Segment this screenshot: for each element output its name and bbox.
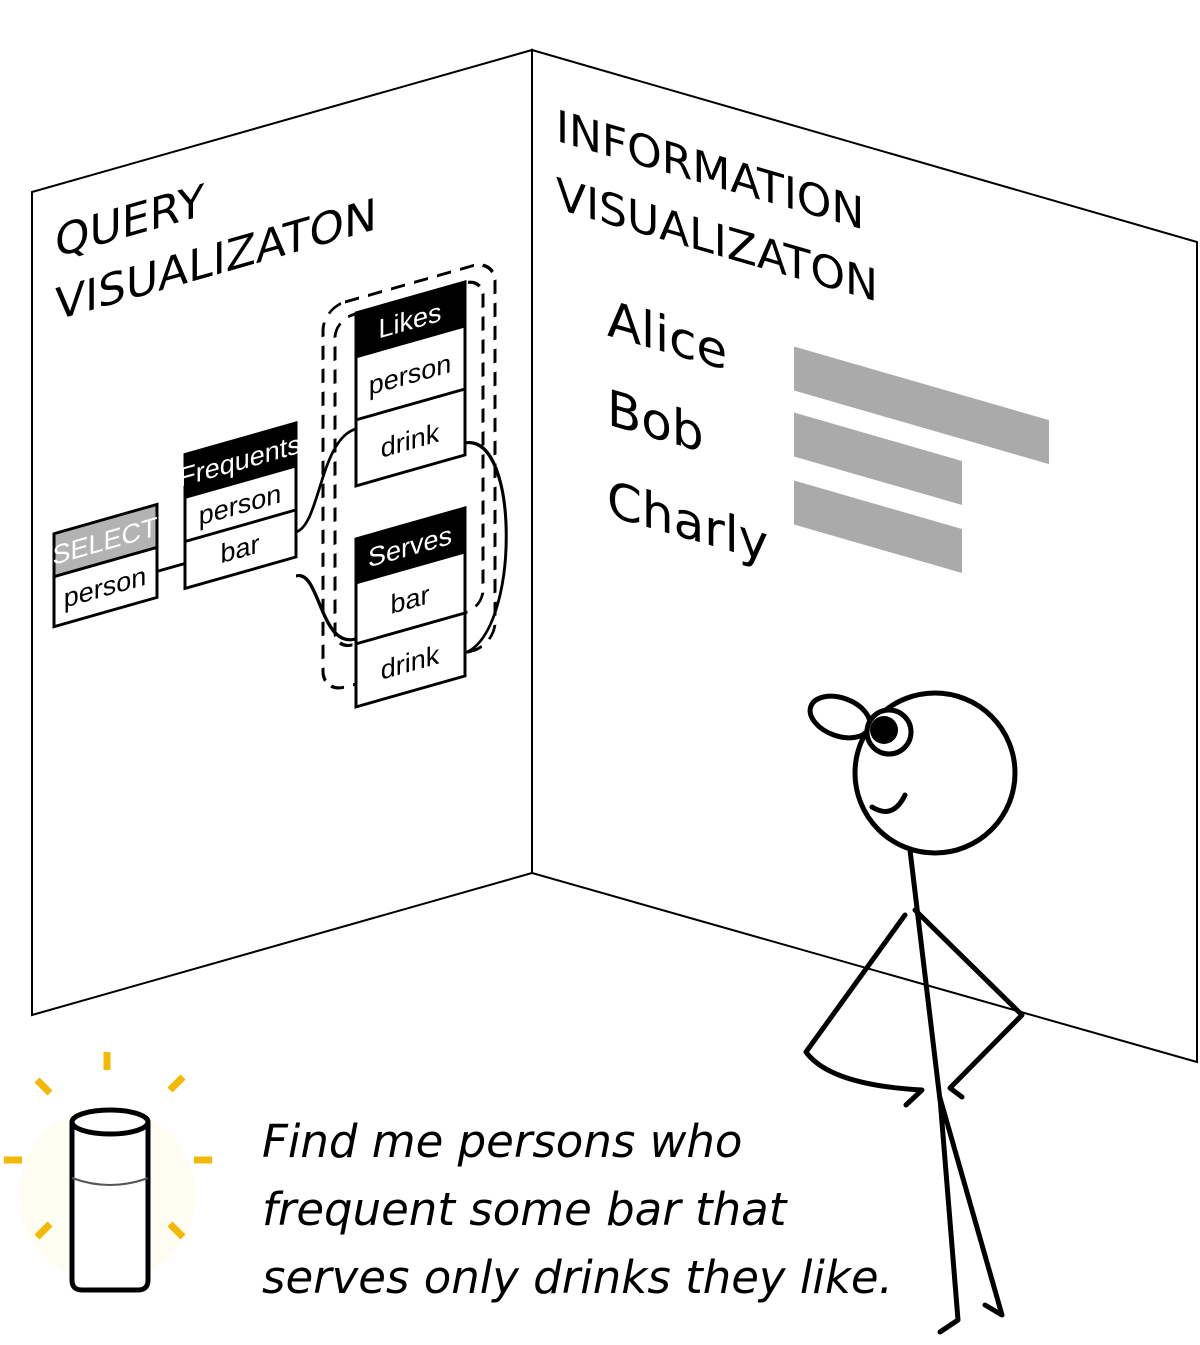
table-frequents: Frequents person bar bbox=[179, 421, 301, 591]
table-serves: Serves bar drink bbox=[354, 506, 467, 709]
caption-line-1: Find me persons who bbox=[262, 1115, 743, 1168]
ray-bottom-right bbox=[167, 1221, 186, 1240]
speaker-band bbox=[71, 1177, 149, 1186]
query-diagram: SELECT person Frequents person bar Likes… bbox=[52, 263, 508, 709]
figure-neck-torso bbox=[907, 847, 943, 1103]
right-wall bbox=[531, 48, 1198, 1064]
info-bar-bob bbox=[794, 412, 962, 506]
info-bar-charly bbox=[794, 480, 962, 574]
table-frequents-divider bbox=[185, 508, 296, 543]
stick-figure bbox=[803, 690, 1025, 1335]
caption-line-3: serves only drinks they like. bbox=[262, 1251, 893, 1304]
ray-top-right bbox=[167, 1074, 186, 1093]
figure-mouth bbox=[869, 792, 908, 814]
ray-top-left bbox=[34, 1077, 53, 1096]
figure-left-leg bbox=[937, 1095, 961, 1335]
table-serves-divider bbox=[356, 611, 465, 646]
table-select-attr-box bbox=[52, 545, 159, 629]
speaker-body bbox=[69, 1122, 151, 1293]
table-likes-divider bbox=[356, 387, 465, 422]
join-lines bbox=[157, 427, 508, 655]
join-select-frequents bbox=[157, 561, 185, 573]
query-caption: Find me persons who frequent some bar th… bbox=[262, 1108, 962, 1312]
join-frequents-serves bbox=[295, 574, 357, 642]
caption-line-2: frequent some bar that bbox=[262, 1183, 787, 1236]
smart-speaker bbox=[4, 1052, 212, 1293]
ray-bottom-left bbox=[34, 1221, 53, 1240]
info-bar-alice bbox=[794, 346, 1049, 465]
figure-right-leg bbox=[937, 1095, 1005, 1318]
table-select: SELECT person bbox=[52, 502, 159, 629]
speaker-top bbox=[69, 1107, 151, 1137]
speaker-rays bbox=[4, 1052, 212, 1262]
join-frequents-likes bbox=[295, 427, 357, 534]
figure-left-arm bbox=[803, 912, 925, 1108]
info-bars bbox=[794, 346, 1049, 574]
figure-eye-pupil bbox=[870, 716, 898, 744]
join-likes-serves-drink bbox=[464, 441, 508, 655]
figure-right-arm bbox=[912, 907, 1025, 1100]
table-likes: Likes person drink bbox=[354, 280, 467, 488]
